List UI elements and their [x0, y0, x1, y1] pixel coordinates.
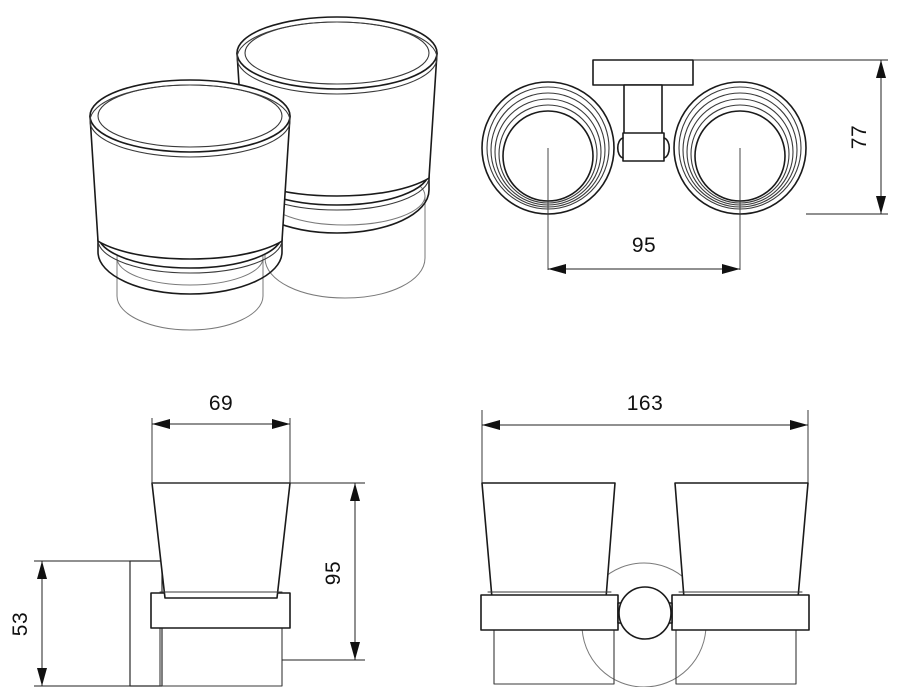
isometric-view: [89, 16, 438, 331]
dimension-77-top: 77: [693, 59, 888, 215]
front-view: 163: [480, 392, 810, 687]
front-view-right-tumbler: [671, 482, 810, 685]
isometric-front-tumbler: [89, 79, 291, 331]
dimension-95-top: 95: [548, 234, 740, 274]
dimension-163-front-label: 163: [627, 392, 664, 415]
dimension-53-side: 53: [9, 560, 130, 687]
front-view-center-knob: [617, 586, 673, 640]
dimension-163-front: 163: [481, 392, 809, 483]
top-view: 95 77: [481, 59, 888, 274]
side-view-tumbler-body: [151, 482, 291, 599]
dimension-95-side: 95: [282, 482, 365, 661]
dimension-95-side-label: 95: [322, 561, 345, 585]
dimension-53-side-label: 53: [9, 612, 32, 636]
dimension-69-side-label: 69: [209, 392, 233, 415]
front-view-left-tumbler: [480, 482, 619, 685]
dimension-95-top-label: 95: [632, 234, 656, 257]
dimension-77-top-label: 77: [848, 125, 871, 149]
side-view-base: [159, 624, 283, 687]
top-view-wall-bracket: [592, 59, 694, 162]
side-view: 69 95 53: [9, 392, 365, 687]
dimension-69-side: 69: [151, 392, 291, 483]
side-view-holder-ring: [150, 592, 291, 629]
